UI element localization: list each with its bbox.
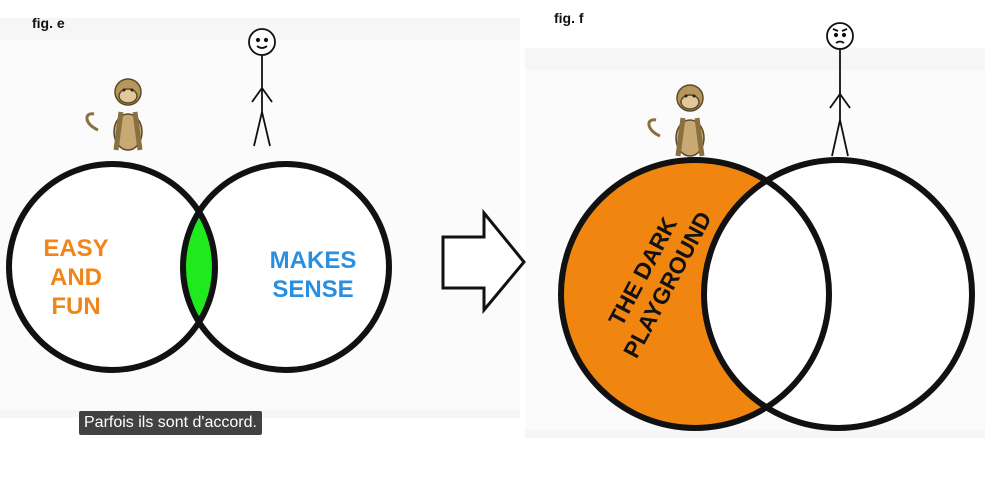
fig-f-left-circle-outline <box>558 157 832 431</box>
makes-sense-line-2: SENSE <box>272 276 353 303</box>
fig-f-right-circle-outline <box>701 157 975 431</box>
makes-sense-line-1: MAKES <box>270 247 357 274</box>
video-subtitle: Parfois ils sont d'accord. <box>79 411 262 435</box>
fig-e-easy-fun-label: EASY AND FUN <box>43 235 108 320</box>
fig-e-label: fig. e <box>32 15 65 31</box>
stick-figure-worried-icon <box>826 22 854 157</box>
fig-f-overlap-region <box>704 160 829 428</box>
hollow-right-arrow-icon <box>441 208 526 315</box>
fig-e-left-circle-outline <box>6 161 218 373</box>
fig-e-left-circle-fill <box>9 164 215 370</box>
fig-e-makes-sense-label: MAKES SENSE <box>270 247 357 303</box>
easy-fun-line-1: EASY <box>43 235 108 262</box>
fig-e-venn-diagram: EASY AND FUN MAKES SENSE <box>6 161 392 373</box>
monkey-icon <box>647 84 705 157</box>
fig-f-label: fig. f <box>554 10 584 26</box>
fig-f-venn-diagram: THE DARK PLAYGROUND <box>558 157 975 431</box>
easy-fun-line-3: FUN <box>51 293 100 320</box>
monkey-icon <box>85 78 143 151</box>
fig-e-right-circle-outline <box>180 161 392 373</box>
stick-figure-happy-icon <box>248 28 276 147</box>
easy-fun-line-2: AND <box>50 264 102 291</box>
fig-e-right-circle-fill <box>183 164 389 370</box>
